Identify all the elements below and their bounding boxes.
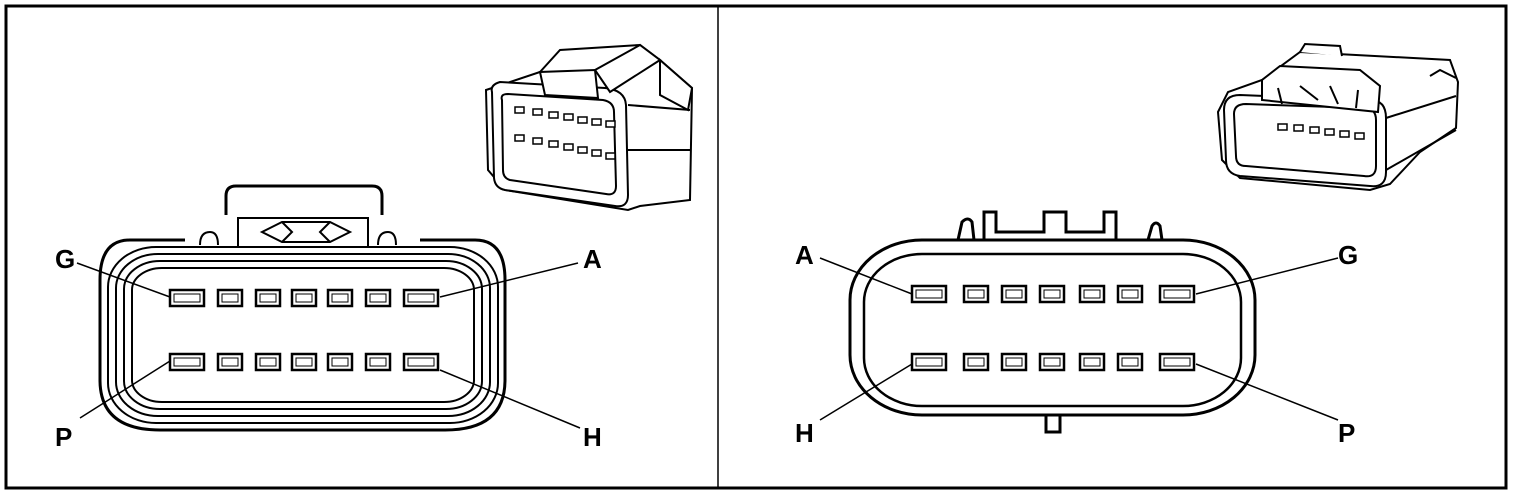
left-panel: G A P H bbox=[55, 43, 694, 452]
left-pin-cavity-inner bbox=[295, 293, 313, 303]
right-connector-face bbox=[848, 210, 1257, 434]
right-pin-cavity-inner bbox=[1005, 289, 1023, 299]
left-connector-illustration bbox=[484, 43, 694, 212]
left-pin-cavity-inner bbox=[259, 357, 277, 367]
right-bottom-key bbox=[1044, 415, 1062, 434]
right-label-bottom-right: P bbox=[1338, 418, 1355, 448]
right-pin-cavity-inner bbox=[1121, 289, 1139, 299]
left-pin-cavity-inner bbox=[259, 293, 277, 303]
right-pin-cavity bbox=[1158, 352, 1196, 372]
left-pin-cavity-inner bbox=[221, 293, 239, 303]
left-pin-cavity-inner bbox=[407, 357, 435, 367]
left-pin-cavity-inner bbox=[173, 357, 201, 367]
left-pin-cavity-inner bbox=[221, 357, 239, 367]
right-pin-cavity-inner bbox=[1083, 357, 1101, 367]
left-pin-cavity-inner bbox=[407, 293, 435, 303]
left-pin-cavity-inner bbox=[331, 357, 349, 367]
left-label-top-right: A bbox=[583, 244, 602, 274]
left-pin-cavity-inner bbox=[369, 357, 387, 367]
left-pin-cavity bbox=[402, 352, 440, 372]
right-label-top-left: A bbox=[795, 240, 814, 270]
left-leaders bbox=[76, 262, 581, 429]
left-pin-cavity-inner bbox=[369, 293, 387, 303]
right-pin-cavity-inner bbox=[1163, 289, 1191, 299]
right-pin-cavity-inner bbox=[1163, 357, 1191, 367]
right-label-top-right: G bbox=[1338, 240, 1358, 270]
right-pin-cavity-inner bbox=[1043, 357, 1061, 367]
right-panel: A G H P bbox=[795, 42, 1460, 448]
left-label-top-left: G bbox=[55, 244, 75, 274]
right-pin-cavity bbox=[1158, 284, 1196, 304]
right-pin-cavity-inner bbox=[915, 289, 943, 299]
right-leaders bbox=[819, 257, 1339, 421]
right-label-bottom-left: H bbox=[795, 418, 814, 448]
right-pin-cavity-inner bbox=[915, 357, 943, 367]
left-notch-left bbox=[199, 230, 219, 246]
left-notch-right bbox=[377, 230, 397, 246]
right-pin-cavities bbox=[910, 284, 1196, 372]
left-label-bottom-left: P bbox=[55, 422, 72, 452]
left-label-bottom-right: H bbox=[583, 422, 602, 452]
left-latch-window bbox=[237, 217, 369, 248]
right-pin-cavity bbox=[910, 352, 948, 372]
left-connector-face bbox=[98, 184, 507, 432]
right-pin-cavity-inner bbox=[1005, 357, 1023, 367]
left-pin-cavity bbox=[168, 288, 206, 308]
right-pin-cavity bbox=[910, 284, 948, 304]
left-pin-cavity-inner bbox=[331, 293, 349, 303]
right-pin-cavity-inner bbox=[1121, 357, 1139, 367]
left-latch-arrow bbox=[259, 221, 353, 243]
right-pin-cavity-inner bbox=[967, 357, 985, 367]
right-top-ribs bbox=[956, 210, 1164, 241]
right-pin-cavity-inner bbox=[1043, 289, 1061, 299]
right-connector-illustration bbox=[1216, 42, 1460, 192]
left-pin-cavity-inner bbox=[173, 293, 201, 303]
left-latch-tab bbox=[224, 184, 384, 215]
left-pin-cavity-inner bbox=[295, 357, 313, 367]
left-pin-cavity bbox=[168, 352, 206, 372]
right-pin-cavity-inner bbox=[967, 289, 985, 299]
left-pin-cavity bbox=[402, 288, 440, 308]
left-pin-cavities bbox=[168, 288, 440, 372]
right-pin-cavity-inner bbox=[1083, 289, 1101, 299]
